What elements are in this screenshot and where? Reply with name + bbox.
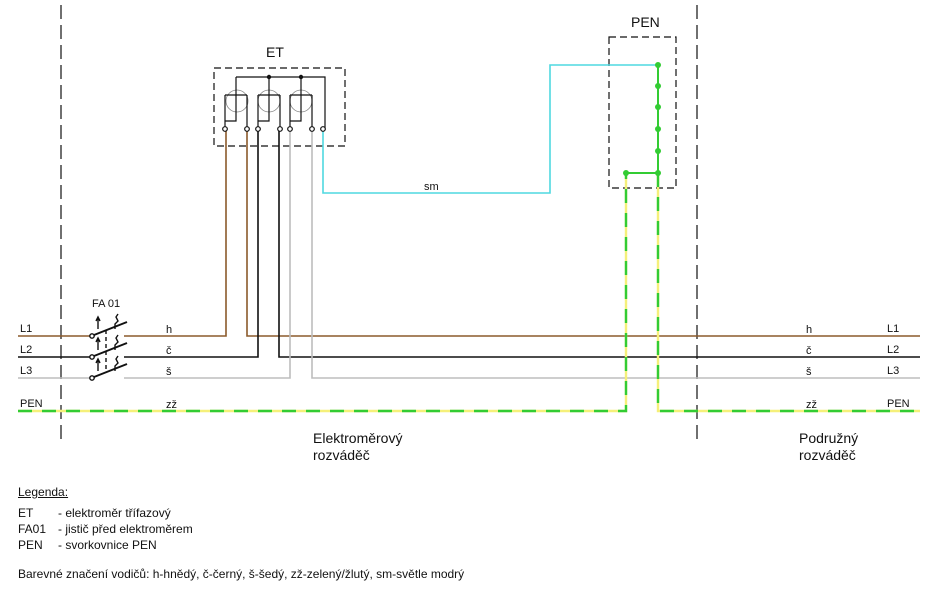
section-right-line2: rozváděč (799, 447, 856, 463)
pen-terminal-box (608, 36, 677, 189)
right-code-s: š (806, 366, 812, 378)
pen-busbar (626, 65, 659, 174)
wire-l3-grey (124, 130, 920, 379)
legend-color-note: Barevné značení vodičů: h-hnědý, č-černý… (18, 567, 465, 581)
wire-l2-black (124, 130, 920, 358)
left-code-c: č (166, 345, 172, 357)
meter-internals (224, 76, 326, 128)
right-code-zz: zž (806, 399, 817, 411)
legend-heading: Legenda: (18, 485, 69, 499)
wire-pen-green-yellow (18, 173, 920, 413)
left-label-l1: L1 (20, 323, 32, 335)
legend-item: ET - elektroměr třífazový (18, 505, 464, 521)
left-code-zz: zž (166, 399, 177, 411)
left-code-s: š (166, 366, 172, 378)
left-code-h: h (166, 324, 172, 336)
breaker-label: FA 01 (92, 298, 120, 310)
pen-terminal-title: PEN (631, 14, 660, 30)
legend-desc: - jistič před elektroměrem (58, 522, 193, 536)
left-label-l3: L3 (20, 365, 32, 377)
left-label-pen: PEN (20, 398, 43, 410)
legend-desc: - elektroměr třífazový (58, 506, 171, 520)
legend-abbr: PEN (18, 538, 43, 552)
legend-item: PEN - svorkovnice PEN (18, 537, 464, 553)
section-right-line1: Podružný (799, 430, 858, 446)
right-label-l2: L2 (887, 344, 899, 356)
pen-terminal-dots (623, 62, 661, 176)
section-left-line1: Elektroměrový (313, 430, 402, 446)
legend-item: FA01 - jistič před elektroměrem (18, 521, 464, 537)
junction-dot (266, 74, 272, 80)
junction-dot (298, 74, 304, 80)
section-left-line2: rozváděč (313, 447, 370, 463)
wire-l1-brown (124, 130, 920, 337)
meter-box (213, 67, 346, 147)
incoming-lines (18, 335, 92, 379)
breaker-fa01 (89, 313, 128, 381)
right-label-l1: L1 (887, 323, 899, 335)
right-code-h: h (806, 324, 812, 336)
left-label-l2: L2 (20, 344, 32, 356)
wire-sm-label: sm (424, 181, 439, 193)
meter-title: ET (266, 44, 284, 60)
wire-sm-light-blue (322, 64, 658, 194)
right-label-l3: L3 (887, 365, 899, 377)
legend-desc: - svorkovnice PEN (58, 538, 157, 552)
legend: Legenda: ET - elektroměr třífazový FA01 … (18, 485, 464, 581)
meter-terminals (222, 126, 326, 132)
legend-abbr: FA01 (18, 522, 47, 536)
right-label-pen: PEN (887, 398, 910, 410)
legend-abbr: ET (18, 506, 34, 520)
right-code-c: č (806, 345, 812, 357)
